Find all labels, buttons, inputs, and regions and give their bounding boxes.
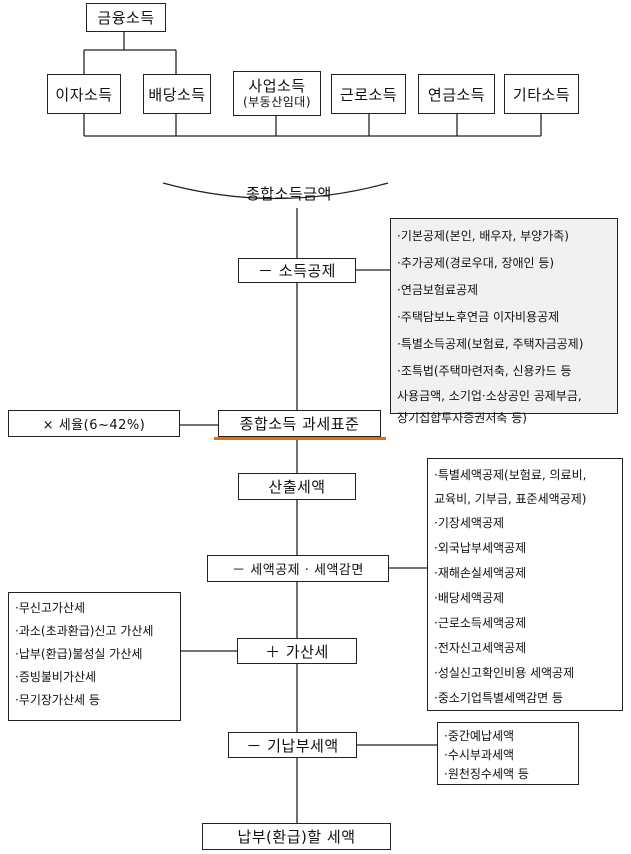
income-type-label: 연금소득 [427, 85, 486, 104]
note-item: ·특별소득공제(보험료, 주택자금공제) [397, 337, 584, 351]
prepaid-tax-label: － 기납부세액 [246, 736, 339, 755]
income-type-dividend: 배당소득 [143, 74, 211, 114]
additional-tax-notes: ·무신고가산세 ·과소(초과환급)신고 가산세 ·납부(환급)불성실 가산세 ·… [8, 592, 181, 721]
note-item: ·납부(환급)불성실 가산세 [15, 647, 143, 661]
income-type-business: 사업소득 (부동산임대) [233, 71, 321, 116]
note-item: ·무기장가산세 등 [15, 693, 100, 707]
additional-tax-box: ＋ 가산세 [237, 638, 357, 664]
note-item: ·수시부과세액 [444, 748, 515, 762]
note-item: ·과소(초과환급)신고 가산세 [15, 624, 154, 638]
income-deduction-label: － 소득공제 [258, 262, 336, 280]
prepaid-tax-notes: ·중간예납세액 ·수시부과세액 ·원천징수세액 등 [437, 722, 579, 785]
tax-credit-box: － 세액공제 · 세액감면 [207, 555, 389, 582]
total-income-label: 종합소득금액 [246, 185, 332, 203]
note-item: ·특별세액공제(보험료, 의료비, [434, 468, 587, 482]
income-type-label: 기타소득 [512, 85, 571, 104]
note-item: ·성실신고확인비용 세액공제 [434, 666, 575, 680]
note-item: 장기집합투자증권저축 등) [397, 411, 527, 425]
computed-tax-label: 산출세액 [268, 478, 326, 496]
income-type-earned: 근로소득 [331, 74, 406, 114]
final-tax-label: 납부(환급)할 세액 [237, 828, 356, 846]
tax-credit-notes: ·특별세액공제(보험료, 의료비, 교육비, 기부금, 표준세액공제) ·기장세… [427, 458, 623, 711]
note-item: ·중소기업특별세액감면 등 [434, 691, 564, 705]
income-type-label: 이자소득 [55, 85, 113, 104]
computed-tax-box: 산출세액 [238, 473, 356, 500]
final-tax-box: 납부(환급)할 세액 [202, 823, 391, 850]
note-item: ·외국납부세액공제 [434, 541, 527, 555]
note-item: ·재해손실세액공제 [434, 566, 527, 580]
prepaid-tax-box: － 기납부세액 [228, 732, 357, 758]
income-type-label: 사업소득 [248, 76, 306, 95]
note-item: ·증빙불비가산세 [15, 670, 97, 684]
note-item: ·원천징수세액 등 [444, 767, 529, 781]
tax-base-label: 종합소득 과세표준 [239, 415, 360, 433]
note-item: 교육비, 기부금, 표준세액공제) [434, 492, 587, 506]
income-type-pension: 연금소득 [418, 74, 495, 114]
tax-credit-label: － 세액공제 · 세액감면 [232, 563, 364, 578]
tax-base-box: 종합소득 과세표준 [218, 410, 381, 437]
business-income-sub: (부동산임대) [242, 94, 312, 109]
note-item: ·무신고가산세 [15, 601, 86, 615]
additional-tax-label: ＋ 가산세 [265, 642, 329, 661]
income-deduction-notes: ·기본공제(본인, 배우자, 부양가족) ·추가공제(경로우대, 장애인 등) … [390, 218, 618, 425]
tax-base-highlight [214, 437, 386, 440]
tax-rate-box: × 세율(6~42%) [8, 410, 180, 437]
note-item: ·기본공제(본인, 배우자, 부양가족) [397, 229, 569, 243]
income-type-label: 배당소득 [148, 85, 206, 104]
note-item: ·기장세액공제 [434, 516, 505, 530]
note-item: ·근로소득세액공제 [434, 616, 527, 630]
tax-rate-label: × 세율(6~42%) [42, 418, 146, 433]
note-item: 사용금액, 소기업·소상공인 공제부금, [397, 389, 582, 403]
note-item: ·조특법(주택마련저축, 신용카드 등 [397, 364, 572, 378]
note-item: ·배당세액공제 [434, 591, 505, 605]
income-type-label: 근로소득 [339, 85, 398, 104]
note-item: ·연금보험료공제 [397, 283, 479, 297]
note-item: ·전자신고세액공제 [434, 641, 527, 655]
note-item: ·주택담보노후연금 이자비용공제 [397, 310, 560, 324]
financial-income-label: 금융소득 [97, 9, 155, 27]
income-type-other: 기타소득 [504, 74, 579, 114]
note-item: ·추가공제(경로우대, 장애인 등) [397, 256, 555, 270]
note-item: ·중간예납세액 [444, 729, 515, 743]
financial-income-box: 금융소득 [86, 3, 166, 32]
income-type-interest: 이자소득 [47, 74, 121, 114]
income-deduction-box: － 소득공제 [238, 258, 356, 283]
